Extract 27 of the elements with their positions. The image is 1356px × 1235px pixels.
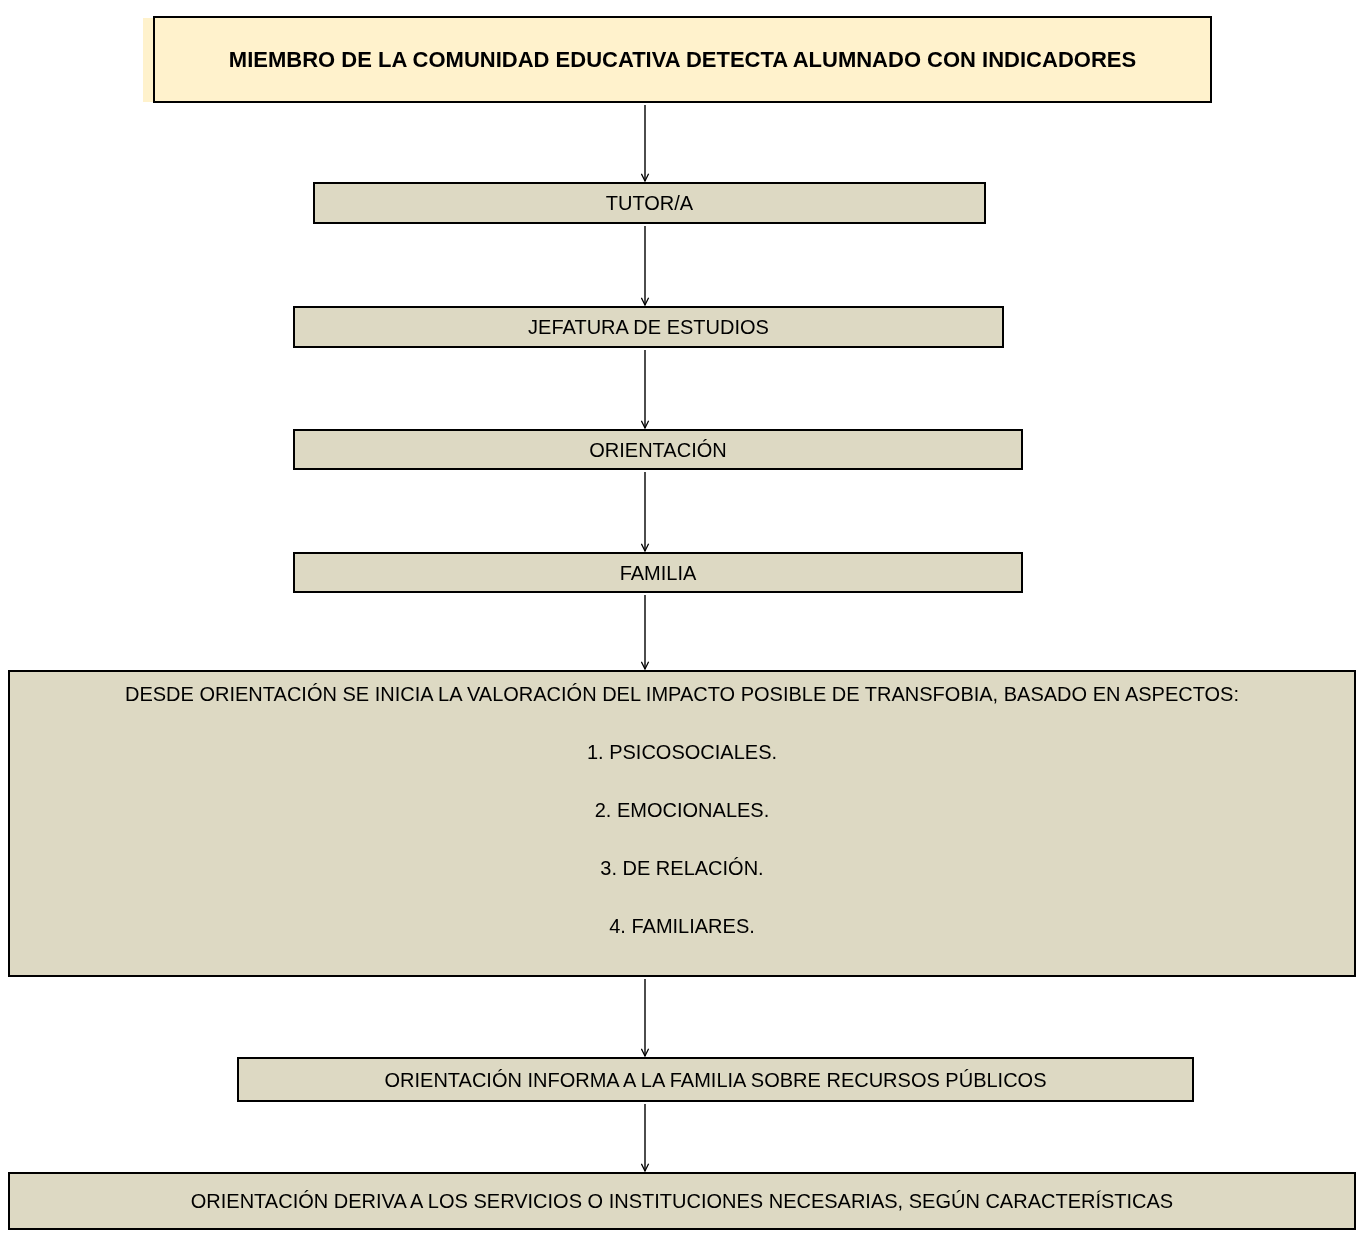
- process-box: [293, 552, 1023, 593]
- list-item: 1. PSICOSOCIALES.: [586, 740, 778, 765]
- box-label: ORIENTACIÓN INFORMA A LA FAMILIA SOBRE RECURSOS PÚBLICOS: [384, 1067, 1047, 1093]
- arrow: [640, 225, 650, 306]
- process-box: [293, 306, 1004, 348]
- process-box: [8, 670, 1356, 977]
- arrow: [640, 594, 650, 670]
- arrow: [640, 471, 650, 552]
- process-box: [8, 1172, 1356, 1230]
- arrow: [640, 978, 650, 1057]
- box-label: ORIENTACIÓN DERIVA A LOS SERVICIOS O INSTITUCIONES NECESARIAS, SEGÚN CARACTERÍSTICAS: [190, 1189, 1174, 1214]
- box-label: JEFATURA DE ESTUDIOS: [528, 315, 769, 340]
- process-box: [237, 1057, 1194, 1102]
- box-label: DESDE ORIENTACIÓN SE INICIA LA VALORACIÓN DEL IMPACTO POSIBLE DE TRANSFOBIA, BASADO EN ASPECTOS:: [125, 682, 1239, 707]
- list-item: 2. EMOCIONALES.: [594, 798, 770, 823]
- process-box: [313, 182, 986, 224]
- box-label: ORIENTACIÓN: [589, 437, 727, 463]
- list-item: 3. DE RELACIÓN.: [600, 856, 764, 881]
- process-box: [153, 16, 1212, 103]
- arrow: [640, 349, 650, 429]
- box-label: MIEMBRO DE LA COMUNIDAD EDUCATIVA DETECTA ALUMNADO CON INDICADORES: [228, 45, 1137, 74]
- box-label: TUTOR/A: [605, 191, 694, 216]
- box-label: FAMILIA: [619, 560, 697, 586]
- arrow: [640, 1103, 650, 1172]
- list-item: 4. FAMILIARES.: [609, 914, 755, 939]
- arrow: [640, 104, 650, 182]
- process-box: [293, 429, 1023, 470]
